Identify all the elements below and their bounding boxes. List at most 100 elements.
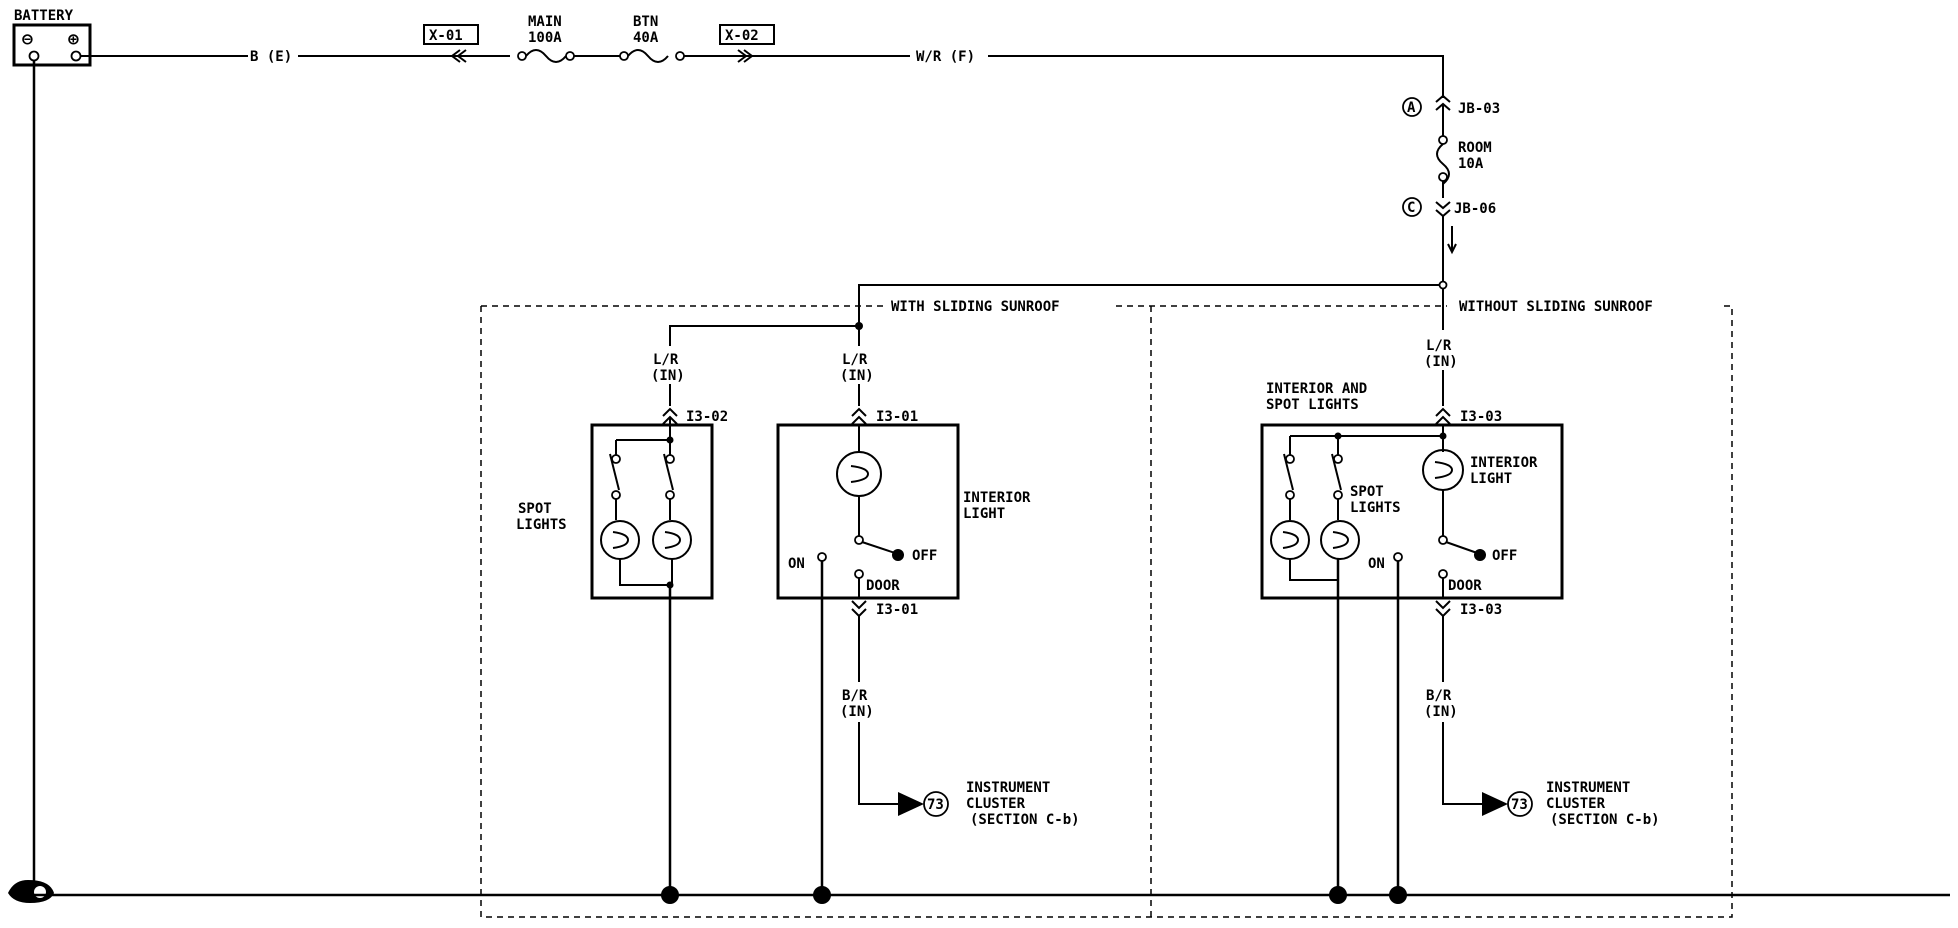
- battery: BATTERY ⊖ ⊕: [12, 8, 92, 67]
- fuse-main-icon: [517, 49, 575, 63]
- connector-x02-box: [719, 24, 775, 45]
- spot-lights-box: [590, 423, 714, 600]
- interior-and-spot-label-line1: INTERIOR AND: [1266, 381, 1367, 397]
- spot-switch-2-icon: [663, 440, 675, 520]
- wire-label-w-r-f: W/R (F): [916, 49, 975, 65]
- fuse-room-icon: [1436, 135, 1450, 185]
- cluster-2-line3: (SECTION C-b): [1550, 812, 1660, 828]
- connector-i301-top-label: I3-01: [876, 409, 918, 425]
- interior-2-door-wire-3: [1442, 722, 1482, 805]
- connector-jb03-label: JB-03: [1458, 101, 1500, 117]
- fuse-room-name: ROOM: [1458, 140, 1492, 156]
- ground-junction-1: [661, 886, 679, 904]
- interior-light-label-line2: LIGHT: [963, 506, 1005, 522]
- connector-jb06-label: JB-06: [1454, 201, 1496, 217]
- section-without-sunroof-label: WITHOUT SLIDING SUNROOF: [1459, 299, 1653, 315]
- fuse-main-name: MAIN: [528, 14, 562, 30]
- connector-i303-bottom-icon: [1435, 600, 1451, 618]
- wire-label-spot-in: (IN): [651, 368, 685, 384]
- wire-label-spot-lr: L/R: [653, 352, 679, 368]
- section-with-sunroof-label: WITH SLIDING SUNROOF: [891, 299, 1060, 315]
- spot-switch-1-icon: [609, 440, 621, 520]
- wire-label-interior-lr: L/R: [842, 352, 868, 368]
- spot-bulb-1-icon: [600, 520, 640, 560]
- interior-switch-2-icon: [1393, 535, 1486, 579]
- fuse-room-rating: 10A: [1458, 156, 1484, 172]
- junction-a-label: A: [1407, 100, 1416, 116]
- branch-wire-with-sunroof: [858, 284, 1440, 326]
- spot-lights-label-line2: LIGHTS: [516, 517, 567, 533]
- battery-negative-terminal: [28, 50, 40, 62]
- spot-lights-label-line1: SPOT: [518, 501, 552, 517]
- spot-return-wire: [619, 559, 673, 586]
- wire-label-without-lr: L/R: [1426, 338, 1452, 354]
- interior-bulb-icon: [836, 451, 882, 497]
- cluster-2-line2: CLUSTER: [1546, 796, 1606, 812]
- junction-c-icon: [1402, 197, 1422, 217]
- connector-x02-label: X-02: [725, 28, 759, 44]
- switch-off-label-1: OFF: [912, 548, 937, 564]
- spot-switch-4-icon: [1331, 436, 1343, 520]
- cluster-arrow-2-icon: [1482, 792, 1508, 816]
- connector-x01-label: X-01: [429, 28, 463, 44]
- connector-x01-icon: [450, 49, 467, 63]
- branch-wire-spot: [669, 325, 859, 340]
- connector-i301-bottom-label: I3-01: [876, 602, 918, 618]
- battery-negative-symbol: ⊖: [22, 29, 33, 50]
- cluster-1-line3: (SECTION C-b): [970, 812, 1080, 828]
- ground-icon: [8, 880, 54, 903]
- wire-label-door-in-2: (IN): [1424, 704, 1458, 720]
- connector-i303-top-label: I3-03: [1460, 409, 1502, 425]
- fuse-btn-rating: 40A: [633, 30, 659, 46]
- ground-junction-2: [813, 886, 831, 904]
- cluster-ref-2-number: 73: [1511, 797, 1528, 813]
- splice-point: [1438, 280, 1448, 290]
- connector-x01-box: [423, 24, 479, 45]
- wire-label-interior-in: (IN): [840, 368, 874, 384]
- interior-and-spot-label-line2: SPOT LIGHTS: [1266, 397, 1359, 413]
- current-arrow-icon: [1447, 226, 1457, 255]
- fuse-main-rating: 100A: [528, 30, 562, 46]
- cluster-arrow-1-icon: [898, 792, 924, 816]
- cluster-ref-1-icon: [923, 791, 949, 817]
- switch-on-label-1: ON: [788, 556, 805, 572]
- junction-a-icon: [1402, 97, 1422, 117]
- cluster-ref-2-icon: [1507, 791, 1533, 817]
- switch-door-label-1: DOOR: [866, 578, 900, 594]
- interior-and-spot-box: [1260, 423, 1564, 600]
- ground-junction-4: [1389, 886, 1407, 904]
- interior-light-box: [776, 423, 960, 600]
- interior-door-wire-3: [858, 722, 898, 805]
- connector-i303-bottom-label: I3-03: [1460, 602, 1502, 618]
- spot-2-return-wire: [1289, 559, 1338, 581]
- battery-box: [12, 23, 92, 67]
- junction-c-label: C: [1407, 200, 1415, 216]
- spot-lights-2-label-line1: SPOT: [1350, 484, 1384, 500]
- spot-switch-3-icon: [1283, 436, 1295, 520]
- battery-label: BATTERY: [14, 8, 74, 24]
- ground-junction-3: [1329, 886, 1347, 904]
- interior-switch-icon: [817, 535, 904, 579]
- wire-label-without-in: (IN): [1424, 354, 1458, 370]
- cluster-2-line1: INSTRUMENT: [1546, 780, 1630, 796]
- connector-i301-bottom-icon: [851, 600, 867, 618]
- section-frame: [480, 306, 1733, 918]
- wire-label-door-br-2: B/R: [1426, 688, 1452, 704]
- switch-off-label-2: OFF: [1492, 548, 1517, 564]
- connector-x02-icon: [737, 49, 754, 63]
- spot-bulb-2-icon: [652, 520, 692, 560]
- spot-lights-2-label-line2: LIGHTS: [1350, 500, 1401, 516]
- fuse-btn-icon: [619, 49, 685, 63]
- feed-wire-4: [988, 55, 1444, 98]
- cluster-ref-1-number: 73: [927, 797, 944, 813]
- battery-positive-symbol: ⊕: [68, 29, 79, 50]
- interior-light-2-label-line2: LIGHT: [1470, 471, 1512, 487]
- battery-positive-terminal: [70, 50, 82, 62]
- spot-bulb-4-icon: [1320, 520, 1360, 560]
- connector-jb06-icon: [1435, 201, 1451, 218]
- cluster-1-line1: INSTRUMENT: [966, 780, 1050, 796]
- connector-i302-label: I3-02: [686, 409, 728, 425]
- fuse-btn-name: BTN: [633, 14, 658, 30]
- cluster-1-line2: CLUSTER: [966, 796, 1026, 812]
